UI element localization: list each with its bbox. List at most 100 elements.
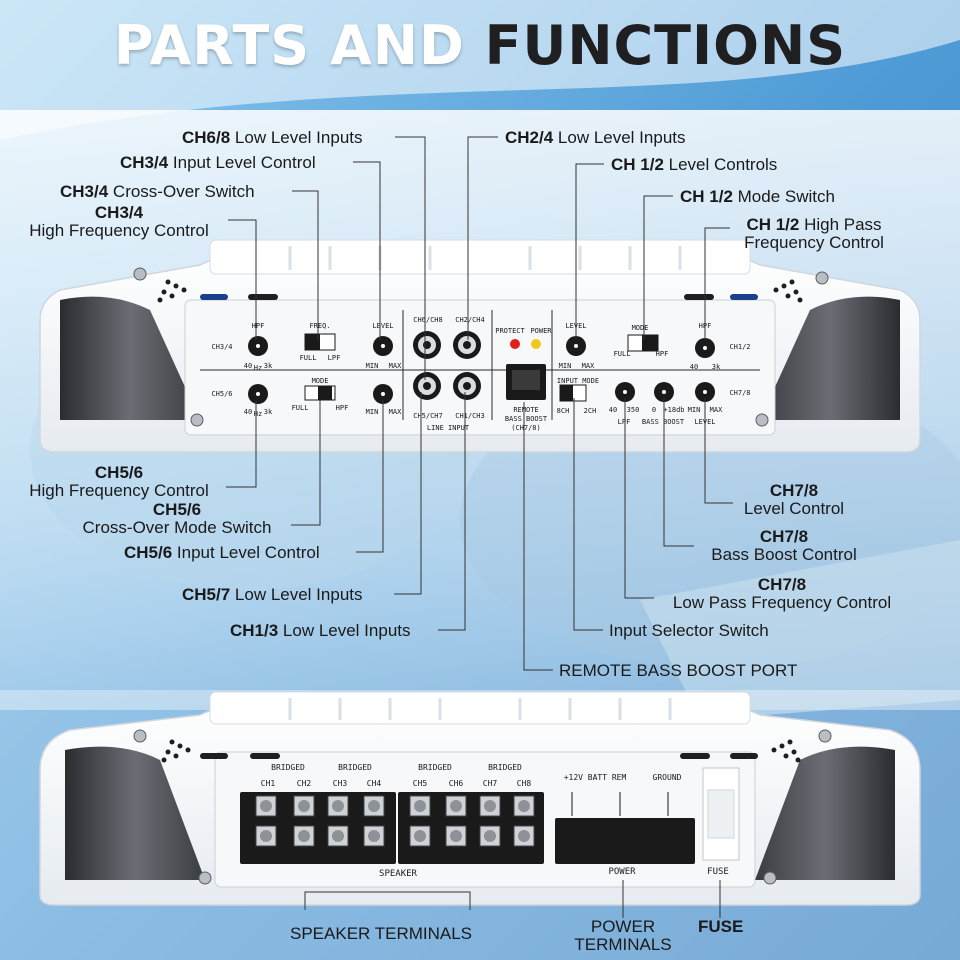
panel-min-3: MIN	[559, 362, 572, 370]
panel-hz-2: Hz	[254, 410, 262, 418]
callout-ch56-hf-text: High Frequency Control	[29, 481, 209, 500]
callout-ch78-lpf-text: Low Pass Frequency Control	[672, 593, 892, 612]
callout-ch34-xover-text: Cross-Over Switch	[108, 182, 255, 201]
panel-full-2: FULL	[292, 404, 309, 412]
speaker-terminal-screw-head	[298, 800, 310, 812]
callout-ch34-input-bold: CH3/4	[120, 153, 169, 172]
callout-ch12-high-pass: CH 1/2 High Pass Frequency Control	[730, 216, 898, 252]
speaker-terminal-screw-head	[484, 800, 496, 812]
callout-ch34-input-level: CH3/4 Input Level Control	[120, 154, 316, 172]
panel-2ch: 2CH	[584, 407, 597, 415]
speaker-terminal-screw-head	[332, 800, 344, 812]
callout-ch56-crossover-mode: CH5/6 Cross-Over Mode Switch	[66, 501, 288, 537]
power-label: POWER	[608, 867, 636, 877]
panel-3k-1: 3k	[264, 362, 273, 370]
speaker-terminal-screw-head	[450, 800, 462, 812]
panel-remote-3: (CH7/8)	[511, 424, 541, 432]
callout-ch78-bass-bold: CH7/8	[759, 527, 809, 546]
callout-power-terminals-1: POWER	[590, 917, 656, 936]
panel-ch56: CH5/6	[211, 390, 232, 398]
callout-ch24-bold: CH2/4	[505, 128, 554, 147]
panel-18db: +18db	[663, 406, 684, 414]
panel-ch6ch8: CH6/CH8	[413, 316, 443, 324]
speaker-terminal-block-left	[240, 792, 396, 864]
panel-min-1: MIN	[366, 362, 379, 370]
callout-input-selector-text: Input Selector Switch	[609, 621, 769, 640]
callout-ch57-text: Low Level Inputs	[230, 585, 363, 604]
panel-40-1: 40	[244, 362, 252, 370]
panel-ch1ch3: CH1/CH3	[455, 412, 485, 420]
batt-rem-label: +12V BATT REM	[564, 773, 627, 782]
callout-ch12-hp-text1: High Pass	[799, 215, 882, 234]
callout-ch12-level-bold: CH 1/2	[611, 155, 664, 174]
page-title: PARTS AND FUNCTIONS	[0, 14, 960, 77]
panel-40-2: 40	[244, 408, 252, 416]
callout-ch13-text: Low Level Inputs	[278, 621, 411, 640]
ch8-label: CH8	[517, 779, 532, 788]
panel-3k-3: 3k	[712, 363, 721, 371]
callout-ch56-high-frequency: CH5/6 High Frequency Control	[14, 464, 224, 500]
panel-ch34: CH3/4	[211, 343, 232, 351]
ground-label: GROUND	[653, 773, 682, 782]
panel-ch5ch7: CH5/CH7	[413, 412, 443, 420]
speaker-terminal-screw-head	[368, 800, 380, 812]
speaker-terminal-screw-head	[260, 800, 272, 812]
panel-hpf-sw-2: HPF	[656, 350, 669, 358]
panel-max-4: MAX	[710, 406, 723, 414]
panel-3k-2: 3k	[264, 408, 273, 416]
speaker-terminal-screw-head	[332, 830, 344, 842]
callout-ch12-mode-switch: CH 1/2 Mode Switch	[680, 188, 835, 206]
panel-max-1: MAX	[389, 362, 402, 370]
callout-ch34-crossover: CH3/4 Cross-Over Switch	[60, 183, 255, 201]
callout-ch34-high-frequency: CH3/4 High Frequency Control	[14, 204, 224, 240]
callout-ch12-mode-bold: CH 1/2	[680, 187, 733, 206]
power-led	[531, 339, 541, 349]
panel-0db: 0	[652, 406, 656, 414]
callout-ch12-hp-text2: Frequency Control	[744, 233, 884, 252]
bridged-label-3: BRIDGED	[418, 763, 452, 772]
ch7-label: CH7	[483, 779, 498, 788]
callout-ch57-low-level: CH5/7 Low Level Inputs	[182, 586, 363, 604]
protect-led	[510, 339, 520, 349]
panel-power: POWER	[530, 327, 552, 335]
panel-hz-1: Hz	[254, 364, 262, 372]
panel-mode-left: MODE	[312, 377, 329, 385]
panel-lpf-knob: LPF	[618, 418, 631, 426]
callout-ch34-hf-bold: CH3/4	[94, 203, 144, 222]
panel-min-2: MIN	[366, 408, 379, 416]
callout-ch56-hf-bold: CH5/6	[94, 463, 144, 482]
callout-ch34-hf-text: High Frequency Control	[29, 221, 209, 240]
callout-fuse-text: FUSE	[698, 917, 744, 936]
panel-level-left: LEVEL	[372, 322, 393, 330]
panel-protect: PROTECT	[495, 327, 525, 335]
callout-remote-port-text: REMOTE BASS BOOST PORT	[559, 661, 798, 680]
panel-max-2: MAX	[389, 408, 402, 416]
panel-remote-1: REMOTE	[513, 406, 538, 414]
callout-power-terminals-2: TERMINALS	[574, 935, 672, 954]
speaker-terminal-screw-head	[518, 830, 530, 842]
callout-ch13-low-level: CH1/3 Low Level Inputs	[230, 622, 411, 640]
panel-line-input: LINE INPUT	[427, 424, 470, 432]
ch3-label: CH3	[333, 779, 348, 788]
panel-full-3: FULL	[614, 350, 631, 358]
callout-ch12-hp-bold: CH 1/2	[746, 215, 800, 234]
callout-ch56-input-level: CH5/6 Input Level Control	[124, 544, 320, 562]
callout-ch34-xover-bold: CH3/4	[60, 182, 109, 201]
panel-remote-2: BASS BOOST	[505, 415, 548, 423]
ch5-label: CH5	[413, 779, 428, 788]
callout-ch78-level-control: CH7/8 Level Control	[736, 482, 852, 518]
bridged-label-4: BRIDGED	[488, 763, 522, 772]
panel-input-mode: INPUT MODE	[557, 377, 599, 385]
callout-ch68-low-level: CH6/8 Low Level Inputs	[182, 129, 363, 147]
title-part-dark: FUNCTIONS	[484, 14, 847, 77]
title-part-white: PARTS AND	[113, 14, 465, 77]
speaker-terminal-screw-head	[450, 830, 462, 842]
panel-min-4: MIN	[688, 406, 701, 414]
speaker-terminal-block-right	[398, 792, 544, 864]
panel-350: 350	[627, 406, 640, 414]
callout-ch12-level-controls: CH 1/2 Level Controls	[611, 156, 777, 174]
fuse-panel-label: FUSE	[707, 867, 729, 877]
panel-40-3: 40	[690, 363, 698, 371]
speaker-terminal-screw-head	[484, 830, 496, 842]
